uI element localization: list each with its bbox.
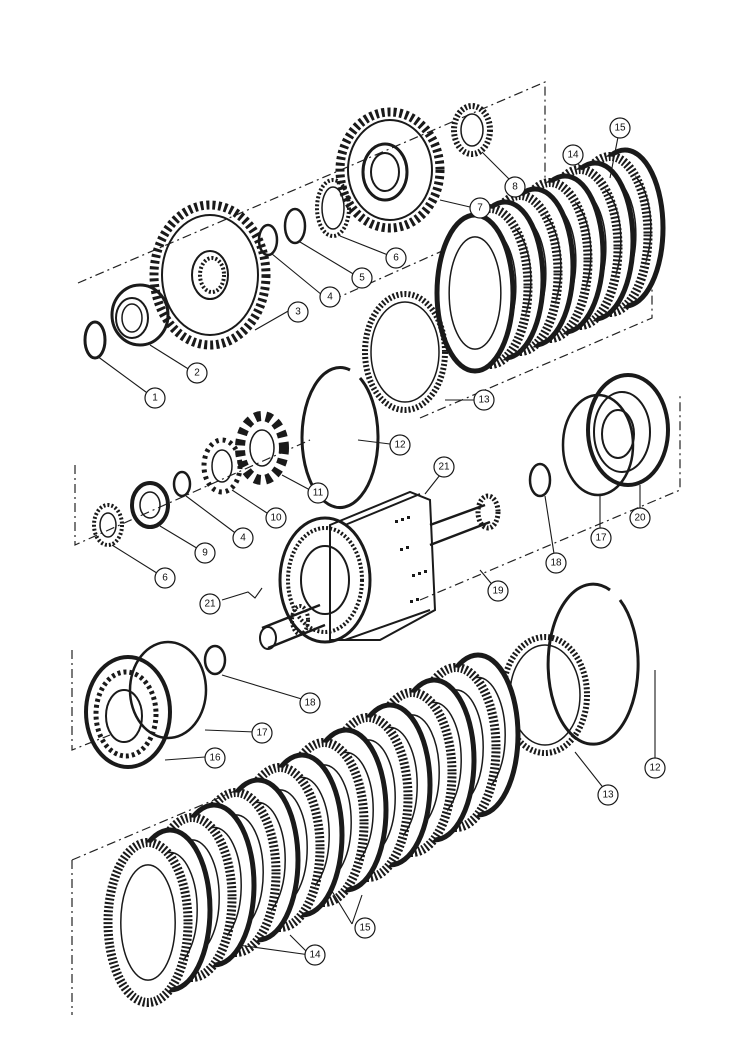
callout-11: 11 [307,482,329,504]
callout-18a: 18 [545,552,567,574]
svg-text:18: 18 [304,698,316,709]
callout-21a: 21 [433,456,455,478]
steel-plate [434,212,516,374]
svg-text:16: 16 [209,753,221,764]
part-12b-snap-ring [546,582,640,746]
part-4b-washer [172,470,192,498]
part-6b-needle-bearing [92,503,124,547]
callout-20: 20 [629,507,651,529]
upper-clutch-pack [434,147,666,374]
callout-2: 2 [186,362,208,384]
svg-text:9: 9 [202,548,208,559]
svg-text:21: 21 [438,462,450,473]
part-12-snap-ring [300,366,380,510]
callout-12b: 12 [644,757,666,779]
svg-text:6: 6 [393,253,399,264]
svg-text:8: 8 [512,182,518,193]
part-20-piston [586,373,670,487]
svg-text:17: 17 [595,533,607,544]
part-8-needle-cage [451,103,493,157]
callout-1: 1 [144,387,166,409]
svg-text:4: 4 [240,533,246,544]
part-17b-seal-ring [128,640,208,740]
part-18b-o-ring [203,644,227,676]
callout-15a: 15 [609,117,631,139]
callout-6a: 6 [385,247,407,269]
part-5-ring [283,207,307,245]
callout-17a: 17 [590,527,612,549]
svg-text:17: 17 [256,728,268,739]
part-13-pressure-plate [362,291,448,413]
part-3-gear [149,200,271,350]
callout-4a: 4 [319,286,341,308]
callout-6b: 6 [154,567,176,589]
callout-13a: 13 [473,389,495,411]
callout-17b: 17 [251,722,273,744]
svg-text:19: 19 [492,586,504,597]
part-9-bearing-race [130,481,170,529]
disc-bore [448,236,502,350]
svg-text:5: 5 [359,273,365,284]
svg-text:2: 2 [194,368,200,379]
part-1-snap-ring [83,320,107,360]
callout-5: 5 [351,267,373,289]
callout-4b: 4 [232,527,254,549]
svg-text:20: 20 [634,513,646,524]
svg-text:4: 4 [327,292,333,303]
svg-text:11: 11 [313,488,324,499]
callout-14b: 14 [304,944,326,966]
callout-16: 16 [204,747,226,769]
part-6-needle-bearing [315,178,351,238]
part-2-bearing [110,283,170,347]
svg-text:1: 1 [152,393,158,404]
callout-19: 19 [487,580,509,602]
svg-text:15: 15 [359,923,371,934]
svg-text:13: 13 [602,790,614,801]
part-4-washer [257,223,279,257]
svg-text:15: 15 [614,123,626,134]
callouts: 1 2 3 4 5 6 7 8 14 15 13 12 11 10 4 9 6 … [144,117,666,966]
part-21-shaft [259,493,501,650]
callout-10: 10 [265,507,287,529]
svg-text:21: 21 [204,599,216,610]
svg-text:7: 7 [477,203,483,214]
callout-3: 3 [287,301,309,323]
svg-text:14: 14 [309,950,321,961]
disc-bore [120,864,176,981]
callout-12a: 12 [389,434,411,456]
svg-text:6: 6 [162,573,168,584]
svg-text:3: 3 [295,307,301,318]
part-19-clutch-drum [278,490,437,644]
callout-18b: 18 [299,692,321,714]
svg-text:14: 14 [567,150,579,161]
svg-text:12: 12 [394,440,406,451]
callout-9: 9 [194,542,216,564]
friction-disc [103,838,193,1007]
callout-13b: 13 [597,784,619,806]
part-10-bearing [201,437,243,495]
lower-clutch-pack [103,652,521,1007]
svg-text:18: 18 [550,558,562,569]
svg-text:10: 10 [270,513,282,524]
callout-8: 8 [504,176,526,198]
part-11-spring-pack [235,411,289,485]
svg-text:12: 12 [649,763,661,774]
part-16-piston [84,655,172,769]
part-7-gear [335,107,445,233]
callout-15b: 15 [354,917,376,939]
part-18a-o-ring [528,462,552,498]
callout-21b: 21 [199,593,221,615]
svg-text:13: 13 [478,395,490,406]
callout-14a: 14 [562,144,584,166]
callout-7: 7 [469,197,491,219]
